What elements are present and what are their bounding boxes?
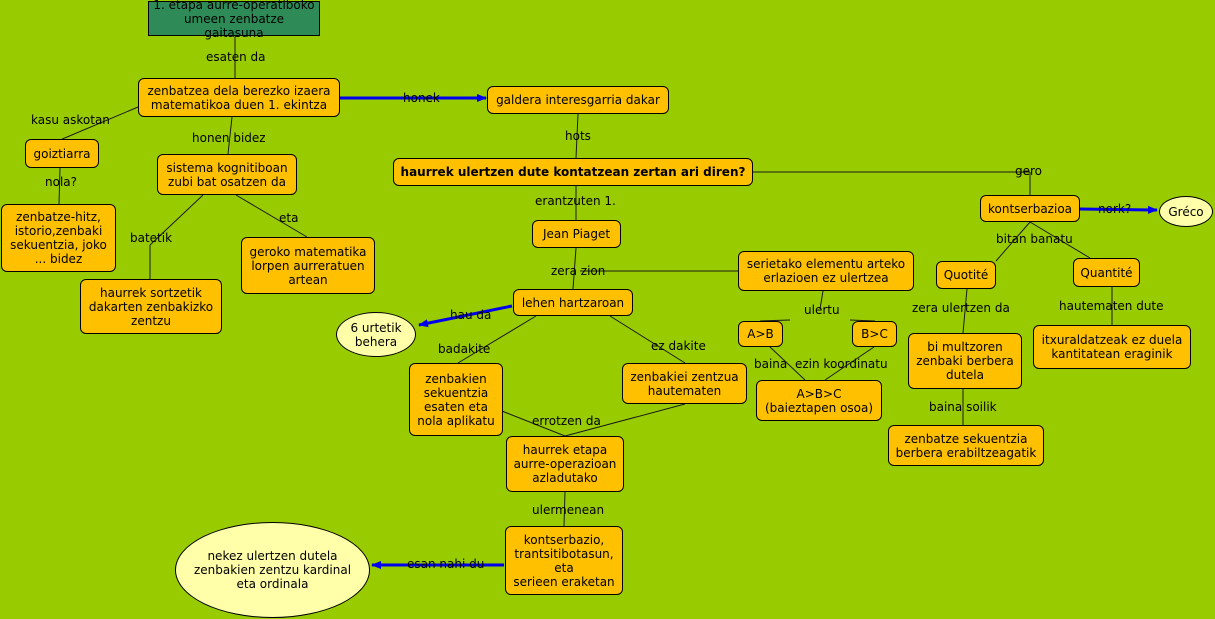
concept-haurrek-sortzetik[interactable]: haurrek sortzetik dakarten zenbakizko ze… bbox=[80, 279, 222, 334]
concept-quotite[interactable]: Quotité bbox=[936, 261, 996, 289]
link-label-nola: nola? bbox=[45, 175, 78, 189]
connector bbox=[564, 403, 686, 437]
link-label-honek: honek bbox=[403, 91, 440, 105]
link-label-bitan-banatu: bitan banatu bbox=[996, 232, 1073, 246]
connector bbox=[609, 315, 686, 364]
connector bbox=[1029, 221, 1091, 259]
concept-greco[interactable]: Gréco bbox=[1159, 196, 1213, 227]
concept-serietako[interactable]: serietako elementu arteko erlazioen ez u… bbox=[738, 251, 914, 291]
link-label-errotzen-da: errotzen da bbox=[532, 414, 601, 428]
connector bbox=[849, 319, 876, 322]
arrow bbox=[1079, 205, 1158, 214]
connector bbox=[235, 194, 308, 238]
connector bbox=[819, 290, 824, 310]
concept-kontserbazioa[interactable]: kontserbazioa bbox=[980, 195, 1080, 222]
concept-a-b[interactable]: A>B bbox=[738, 321, 783, 347]
link-label-esan-nahi-du: esan nahi du bbox=[407, 557, 485, 571]
connector bbox=[575, 113, 579, 159]
link-label-gero: gero bbox=[1015, 164, 1043, 178]
concept-galdera[interactable]: galdera interesgarria dakar bbox=[487, 86, 669, 114]
connector bbox=[759, 319, 791, 322]
connector bbox=[457, 315, 537, 364]
link-label-hau-da: hau da bbox=[450, 308, 492, 322]
concept-kontserbazio-trantsitibotasun[interactable]: kontserbazio, trantsitibotasun, eta seri… bbox=[505, 526, 623, 595]
concept-a-b-c[interactable]: A>B>C (baieztapen osoa) bbox=[756, 380, 882, 421]
concept-haurrek-etapa[interactable]: haurrek etapa aurre-operazioan azladutak… bbox=[506, 436, 624, 492]
link-label-esaten-da: esaten da bbox=[206, 50, 266, 64]
arrow bbox=[418, 304, 513, 328]
connector bbox=[572, 247, 577, 290]
concept-lehen-hartzaroan[interactable]: lehen hartzaroan bbox=[513, 289, 633, 316]
concept-zenbatzea[interactable]: zenbatzea dela berezko izaera matematiko… bbox=[138, 78, 340, 117]
link-label-batetik: batetik bbox=[130, 231, 173, 245]
concept-bi-multzoren[interactable]: bi multzoren zenbaki berbera dutela bbox=[908, 333, 1022, 389]
link-label-ulermenean: ulermenean bbox=[532, 503, 605, 517]
connector bbox=[563, 491, 566, 527]
connector bbox=[995, 221, 1031, 262]
link-label-zera-ulertzen-da: zera ulertzen da bbox=[912, 301, 1010, 315]
connector bbox=[962, 288, 968, 334]
connector bbox=[227, 116, 233, 155]
concept-nekez[interactable]: nekez ulertzen dutela zenbakien zentzu k… bbox=[175, 522, 370, 618]
concept-itxuraldatzeak[interactable]: itxuraldatzeak ez duela kantitatean erag… bbox=[1033, 325, 1191, 369]
connector bbox=[59, 106, 139, 141]
concept-goiztiarra[interactable]: goiztiarra bbox=[25, 139, 99, 168]
link-label-erantzuten: erantzuten 1. bbox=[535, 194, 616, 208]
concept-zenbatze-sekuentzia[interactable]: zenbatze sekuentzia berbera erabiltzeaga… bbox=[888, 425, 1044, 466]
concept-quantite[interactable]: Quantité bbox=[1073, 258, 1140, 287]
concept-zenbakien-sekuentzia[interactable]: zenbakien sekuentzia esaten eta nola apl… bbox=[409, 363, 503, 436]
concept-geroko[interactable]: geroko matematika lorpen aurreratuen art… bbox=[241, 237, 375, 294]
concept-jean-piaget[interactable]: Jean Piaget bbox=[532, 220, 621, 248]
concept-b-c[interactable]: B>C bbox=[852, 321, 897, 347]
link-label-honen-bidez: honen bidez bbox=[192, 131, 266, 145]
link-label-badakite: badakite bbox=[438, 342, 491, 356]
concept-sei-urtetik[interactable]: 6 urtetik behera bbox=[336, 312, 416, 357]
link-label-ulertu: ulertu bbox=[804, 303, 840, 317]
link-label-baina: baina bbox=[754, 357, 788, 371]
link-label-hautematen-dute: hautematen dute bbox=[1059, 299, 1164, 313]
concept-haurrek-ulertzen[interactable]: haurrek ulertzen dute kontatzean zertan … bbox=[393, 158, 753, 186]
concept-zenbakiei-zentzua[interactable]: zenbakiei zentzua hautematen bbox=[622, 363, 747, 404]
concept-root[interactable]: 1. etapa aurre-operatiboko umeen zenbatz… bbox=[148, 0, 320, 40]
link-label-ezin-koordinatu: ezin koordinatu bbox=[795, 357, 888, 371]
link-label-hots: hots bbox=[565, 129, 591, 143]
link-label-eta: eta bbox=[279, 211, 299, 225]
connector bbox=[149, 194, 204, 246]
link-label-nork: nork? bbox=[1098, 202, 1132, 216]
connector bbox=[824, 346, 875, 381]
connector bbox=[769, 346, 806, 381]
link-label-baina-soilik: baina soilik bbox=[929, 400, 997, 414]
concept-zenbatze-hitz[interactable]: zenbatze-hitz, istorio,zenbaki sekuentzi… bbox=[1, 204, 116, 272]
link-label-zera-zion: zera zion bbox=[551, 264, 606, 278]
connector bbox=[58, 167, 61, 205]
concept-sistema[interactable]: sistema kognitiboan zubi bat osatzen da bbox=[157, 154, 297, 195]
link-label-kasu-askotan: kasu askotan bbox=[31, 113, 110, 127]
link-label-ez-dakite: ez dakite bbox=[651, 339, 706, 353]
